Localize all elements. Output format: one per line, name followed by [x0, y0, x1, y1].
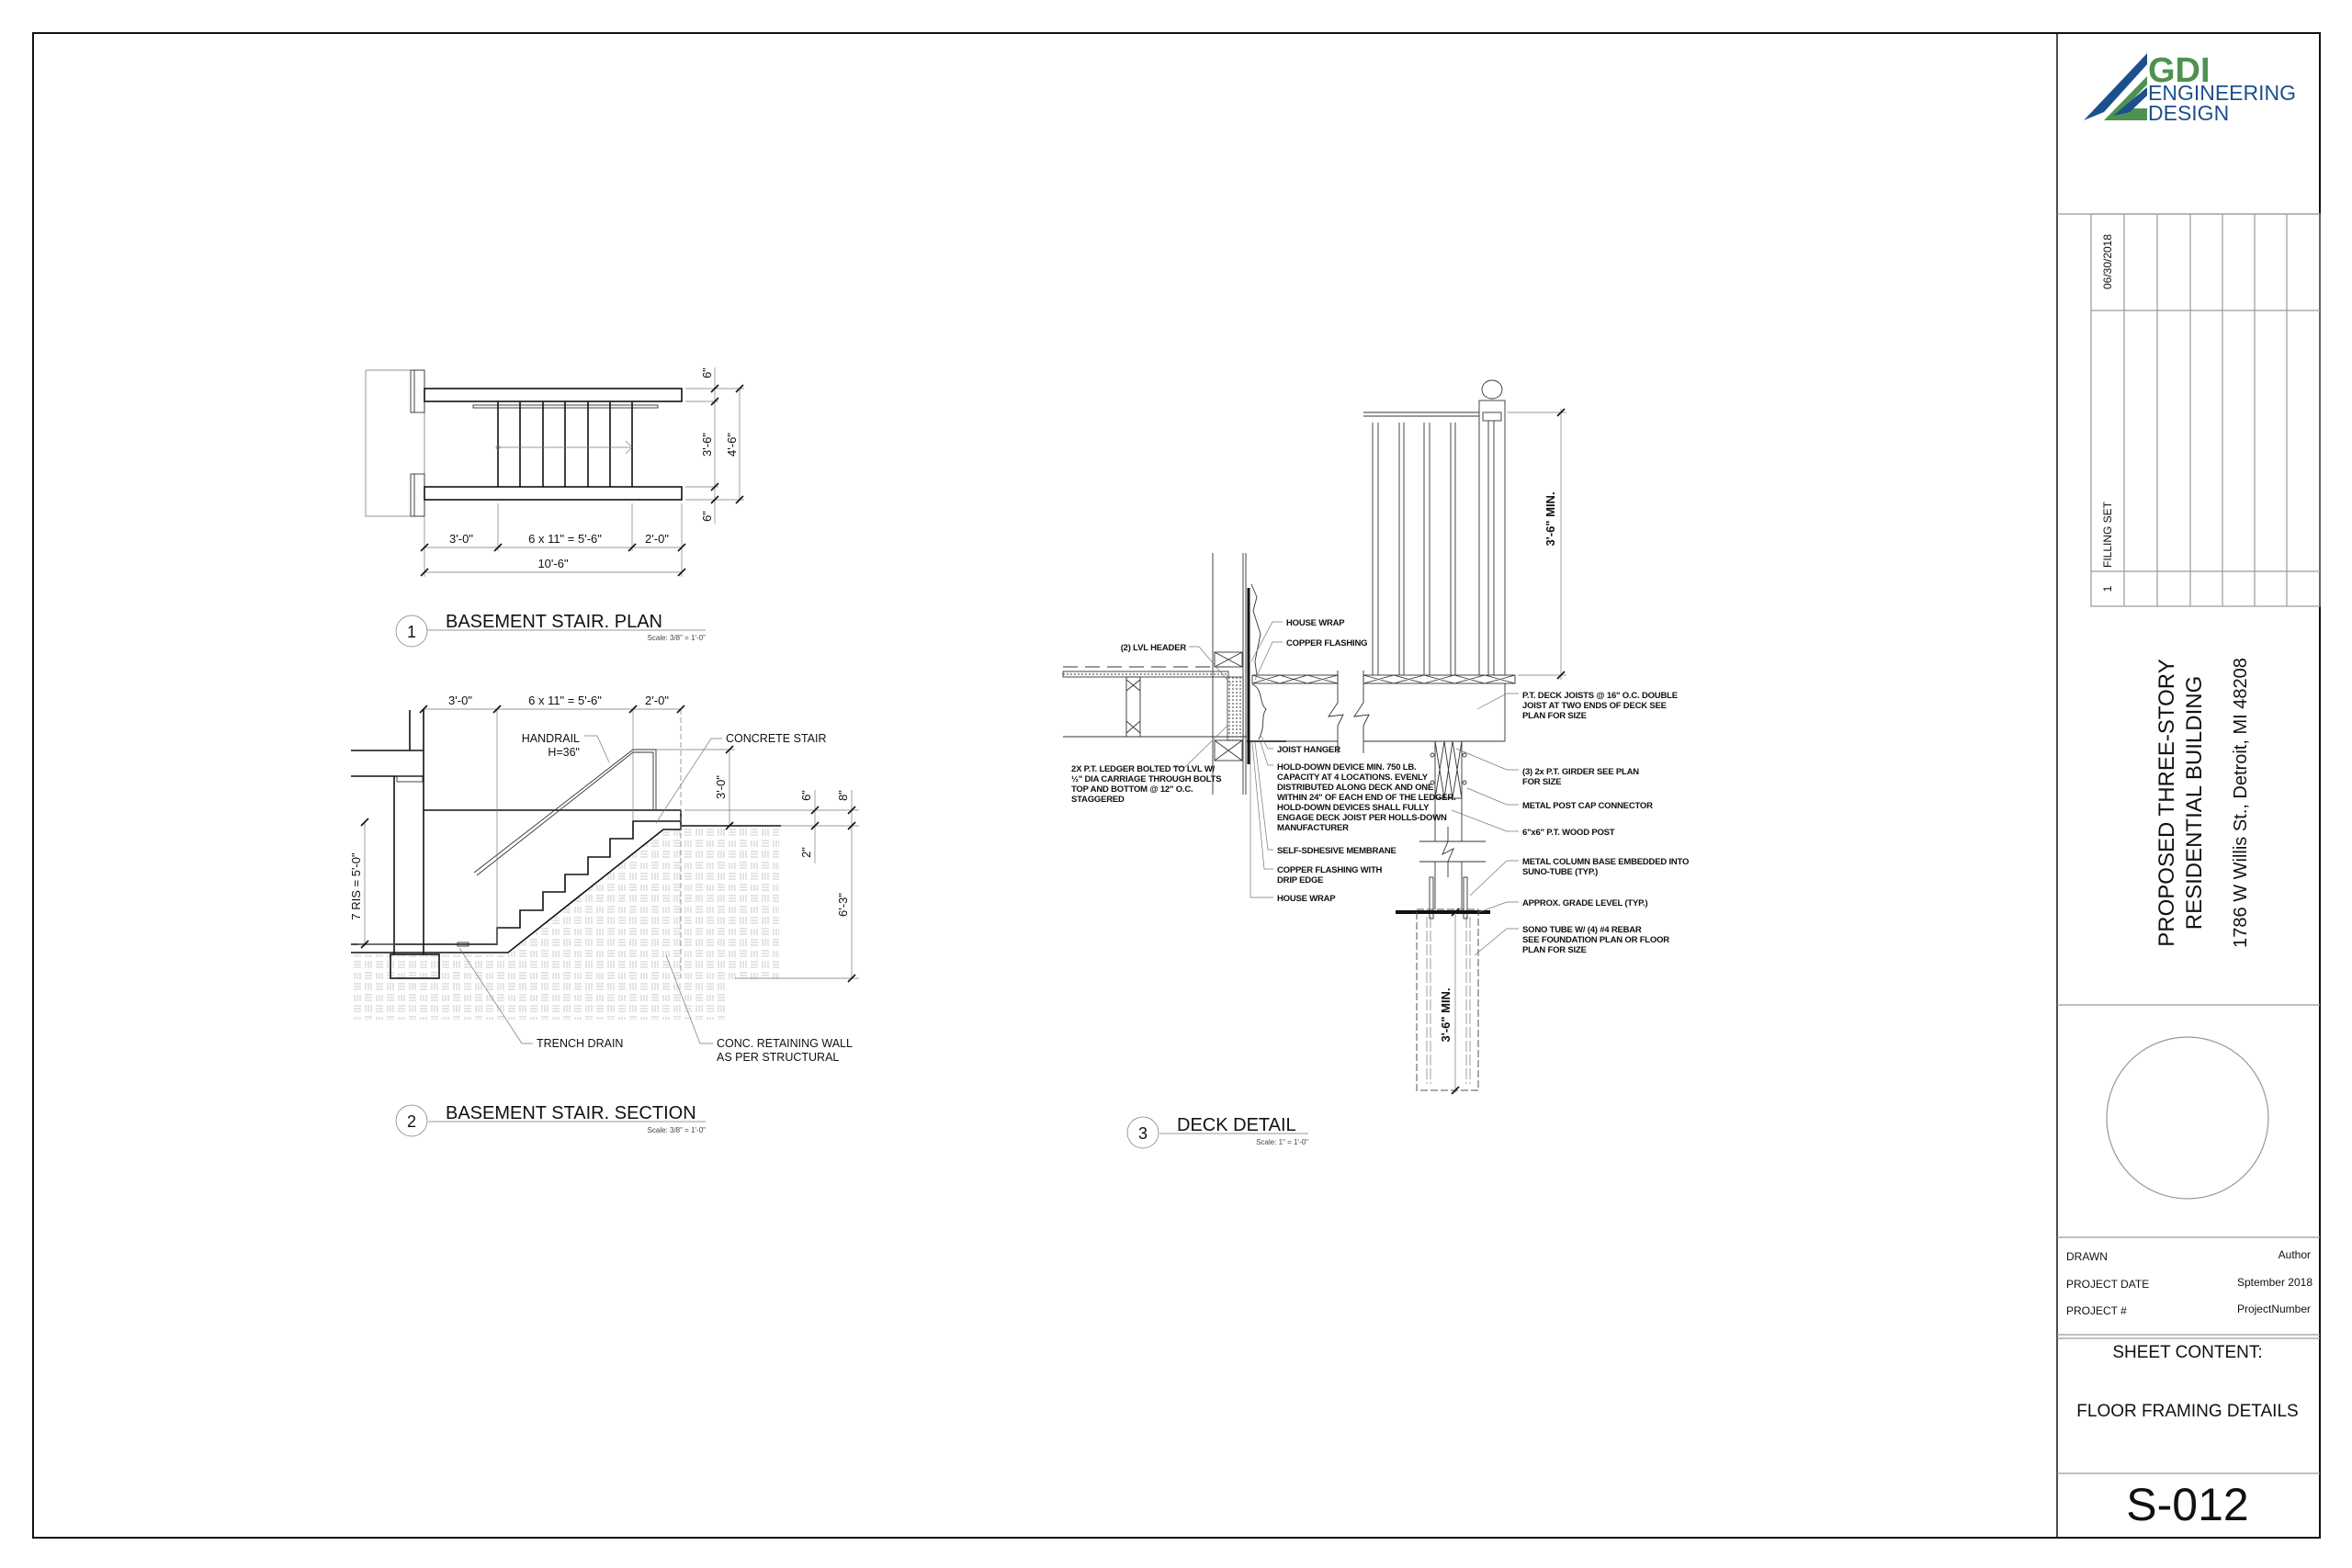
- logo-gdi: GDI: [2148, 51, 2211, 90]
- detail-basement-stair-section: 3'-0" 6 x 11" = 5'-6" 2'-0" 3'-0" 6" 2" …: [349, 694, 859, 1137]
- label-ledger: TOP AND BOTTOM @ 12" O.C.: [1071, 784, 1193, 795]
- sheet-border: [32, 32, 2321, 1539]
- revision-table: 06/30/2018 FILLING SET 1: [2090, 213, 2321, 607]
- dim-depth: 6'-3": [836, 893, 850, 917]
- lvl-header: [1227, 676, 1244, 741]
- dim-rail: 3'-0": [714, 775, 728, 799]
- dim-end: 2'-0": [645, 694, 669, 707]
- title-block: GDI ENGINEERING DESIGN 06/30/2018 FILLIN…: [2056, 33, 2321, 1538]
- project-number-value: ProjectNumber: [2237, 1303, 2311, 1315]
- logo-engineering: ENGINEERING: [2148, 81, 2296, 105]
- label-copper-drip: DRIP EDGE: [1277, 875, 1323, 886]
- label-joist-hanger: JOIST HANGER: [1277, 745, 1340, 755]
- dim-landing: 3'-0": [448, 694, 472, 707]
- project-title-line2: RESIDENTIAL BUILDING: [2182, 676, 2207, 931]
- label-ledger: ½" DIA CARRIAGE THROUGH BOLTS: [1071, 774, 1221, 784]
- post-cap-ball: [1481, 379, 1503, 400]
- dim-width: 3'-6": [700, 433, 714, 457]
- dim-tube-depth: 3'-6" MIN.: [1439, 987, 1453, 1042]
- label-handrail: HANDRAIL: [522, 732, 580, 745]
- label-copper-drip: COPPER FLASHING WITH: [1277, 865, 1383, 875]
- dim-two: 2": [799, 847, 813, 858]
- label-hold-down: CAPACITY AT 4 LOCATIONS. EVENLY: [1277, 773, 1429, 783]
- label-hold-down: WITHIN 24" OF EACH END OF THE LEDGER.: [1277, 793, 1456, 803]
- label-membrane: SELF-SDHESIVE MEMBRANE: [1277, 846, 1396, 856]
- label-concrete-stair: CONCRETE STAIR: [726, 732, 827, 745]
- dim-overall: 4'-6": [725, 433, 739, 457]
- detail-number: 2: [407, 1112, 416, 1131]
- dim-six: 6": [799, 790, 813, 801]
- project-title-line1: PROPOSED THREE-STORY: [2154, 659, 2179, 946]
- label-grade: APPROX. GRADE LEVEL (TYP.): [1522, 898, 1647, 908]
- label-girder: (3) 2x P.T. GIRDER SEE PLAN: [1522, 767, 1639, 777]
- detail-title: BASEMENT STAIR. SECTION: [446, 1103, 696, 1123]
- label-hold-down: DISTRIBUTED ALONG DECK AND ONE: [1277, 783, 1433, 793]
- label-handrail-height: H=36": [548, 746, 580, 759]
- seal-placeholder: [2106, 1036, 2269, 1200]
- label-post-cap: METAL POST CAP CONNECTOR: [1522, 801, 1653, 811]
- company-logo: GDI ENGINEERING DESIGN: [2084, 51, 2296, 125]
- detail-scale: Scale: 3/8" = 1'-0": [648, 1126, 707, 1134]
- label-sono-tube: SONO TUBE W/ (4) #4 REBAR: [1522, 925, 1642, 935]
- logo-triangle-icon: [2084, 53, 2147, 120]
- label-trench-drain: TRENCH DRAIN: [537, 1037, 623, 1050]
- detail-number: 1: [407, 623, 416, 641]
- project-address: 1786 W Willis St., Detroit, MI 48208: [2231, 658, 2251, 948]
- dim-total: 10'-6": [537, 557, 569, 570]
- dim-top: 6": [700, 367, 714, 378]
- sheet-content: FLOOR FRAMING DETAILS: [2076, 1402, 2298, 1421]
- handrail: [473, 749, 657, 876]
- detail-deck: 3'-6" MIN. 3'-6" MIN. HOUSE WRAP COPPER …: [1062, 379, 1689, 1149]
- earth-hatch: [351, 826, 779, 1020]
- label-hold-down: MANUFACTURER: [1277, 823, 1349, 833]
- label-lvl-header: (2) LVL HEADER: [1121, 643, 1187, 653]
- label-wood-post: 6"x6" P.T. WOOD POST: [1522, 828, 1615, 838]
- project-date-value: Sptember 2018: [2237, 1276, 2312, 1289]
- detail-basement-stair-plan: 3'-0" 6 x 11" = 5'-6" 2'-0" 10'-6" 6" 3'…: [365, 367, 744, 648]
- label-retaining-wall-2: AS PER STRUCTURAL: [717, 1051, 839, 1064]
- dim-bottom: 6": [700, 511, 714, 522]
- revision-date: 06/30/2018: [2101, 234, 2114, 289]
- direction-arrow-icon: [495, 440, 633, 455]
- dim-eight: 8": [836, 790, 850, 801]
- drawn-value: Author: [2278, 1248, 2311, 1261]
- dim-landing: 3'-0": [449, 532, 473, 546]
- label-column-base: METAL COLUMN BASE EMBEDDED INTO: [1522, 857, 1689, 867]
- label-girder: FOR SIZE: [1522, 777, 1561, 787]
- label-deck-joists: JOIST AT TWO ENDS OF DECK SEE: [1522, 701, 1667, 711]
- label-copper-flashing: COPPER FLASHING: [1286, 638, 1367, 649]
- revision-description: FILLING SET: [2101, 501, 2114, 568]
- project-date-label: PROJECT DATE: [2066, 1278, 2149, 1291]
- label-sono-tube: PLAN FOR SIZE: [1522, 945, 1587, 955]
- detail-scale: Scale: 3/8" = 1'-0": [648, 634, 707, 642]
- sono-tube: [1416, 908, 1479, 1091]
- drawn-label: DRAWN: [2066, 1250, 2108, 1263]
- label-house-wrap-bottom: HOUSE WRAP: [1277, 894, 1336, 904]
- logo-design: DESIGN: [2148, 101, 2229, 125]
- label-house-wrap-top: HOUSE WRAP: [1286, 618, 1345, 628]
- detail-title: BASEMENT STAIR. PLAN: [446, 612, 662, 632]
- label-column-base: SUNO-TUBE (TYP.): [1522, 867, 1598, 877]
- dim-rail-height: 3'-6" MIN.: [1544, 491, 1557, 546]
- detail-number: 3: [1138, 1124, 1148, 1143]
- detail-scale: Scale: 1" = 1'-0": [1256, 1138, 1308, 1146]
- label-deck-joists: P.T. DECK JOISTS @ 16" O.C. DOUBLE: [1522, 691, 1678, 701]
- sheet-number: S-012: [2126, 1479, 2248, 1530]
- sheet-content-label: SHEET CONTENT:: [2112, 1343, 2262, 1362]
- revision-number: 1: [2101, 585, 2114, 592]
- label-hold-down: ENGAGE DECK JOIST PER HOLLS-DOWN: [1277, 813, 1447, 823]
- label-ledger: 2X P.T. LEDGER BOLTED TO LVL W/: [1071, 764, 1216, 774]
- dim-risers: 7 RIS = 5'-0": [349, 852, 363, 920]
- dim-treads: 6 x 11" = 5'-6": [528, 694, 602, 707]
- dim-end: 2'-0": [645, 532, 669, 546]
- detail-title: DECK DETAIL: [1177, 1115, 1296, 1135]
- label-deck-joists: PLAN FOR SIZE: [1522, 711, 1587, 721]
- label-hold-down: HOLD-DOWN DEVICES SHALL FULLY: [1277, 803, 1430, 813]
- label-sono-tube: SEE FOUNDATION PLAN OR FLOOR: [1522, 935, 1669, 945]
- label-retaining-wall-1: CONC. RETAINING WALL: [717, 1037, 853, 1050]
- label-ledger: STAGGERED: [1071, 795, 1125, 805]
- label-hold-down: HOLD-DOWN DEVICE MIN. 750 LB.: [1277, 762, 1417, 773]
- project-number-label: PROJECT #: [2066, 1304, 2127, 1317]
- dim-treads: 6 x 11" = 5'-6": [528, 532, 602, 546]
